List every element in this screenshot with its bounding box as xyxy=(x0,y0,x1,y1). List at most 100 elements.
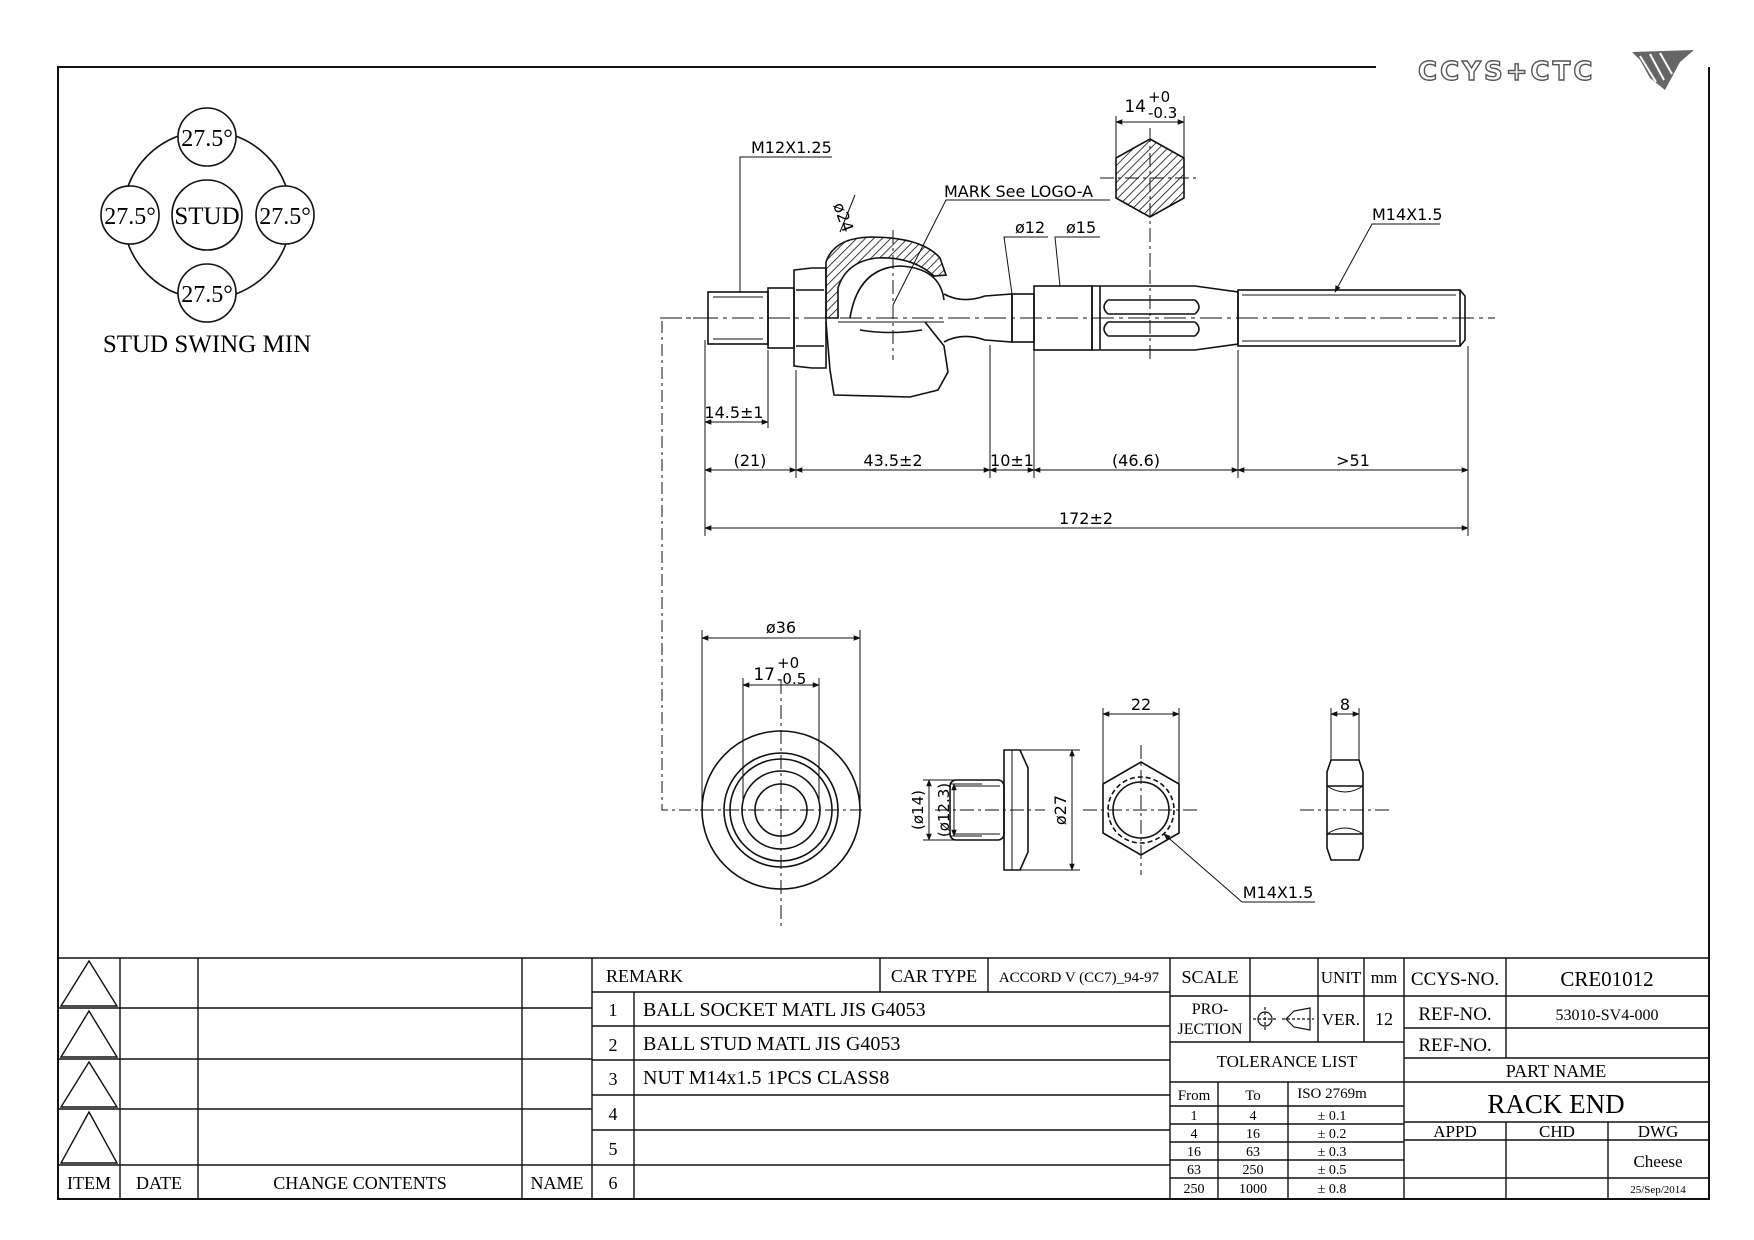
swing-angle-bottom: 27.5° xyxy=(181,282,233,308)
tol-value: ± 0.5 xyxy=(1318,1163,1347,1178)
tol-value: ± 0.1 xyxy=(1318,1109,1347,1124)
rev-header-item: ITEM xyxy=(67,1173,111,1193)
tol-from: 16 xyxy=(1187,1145,1201,1160)
tol-header-iso: ISO 2769m xyxy=(1297,1086,1367,1102)
revision-triangles xyxy=(59,959,119,1164)
rev-header-change: CHANGE CONTENTS xyxy=(273,1173,447,1193)
seg-10-label: 10±1 xyxy=(990,451,1034,470)
tol-to: 1000 xyxy=(1239,1182,1267,1197)
hex-tol-upper: +0 xyxy=(1148,88,1170,106)
housing-end-view xyxy=(700,630,862,930)
remark-text: BALL SOCKET MATL JIS G4053 xyxy=(643,999,926,1021)
ccys-no-label: CCYS-NO. xyxy=(1411,969,1499,990)
remark-no: 6 xyxy=(609,1173,618,1193)
tol-value: ± 0.2 xyxy=(1318,1127,1347,1142)
tol-to: 250 xyxy=(1243,1163,1264,1178)
rev-header-name: NAME xyxy=(531,1173,584,1193)
unit-value: mm xyxy=(1371,968,1397,987)
seg-51-label: >51 xyxy=(1336,451,1370,470)
part-name-value: RACK END xyxy=(1487,1089,1624,1119)
tol-header-from: From xyxy=(1178,1088,1211,1104)
title-block-grid xyxy=(58,957,1709,1199)
ccys-no-value: CRE01012 xyxy=(1560,967,1653,991)
tol-from: 250 xyxy=(1184,1182,1205,1197)
nut-width-label: 22 xyxy=(1131,695,1151,714)
w17-label: 17 xyxy=(753,665,775,685)
seg-21-label: (21) xyxy=(734,451,767,470)
chd-label: CHD xyxy=(1539,1122,1575,1141)
hex-tol-lower: -0.3 xyxy=(1148,104,1177,122)
nut-thickness-label: 8 xyxy=(1340,695,1350,714)
swing-angle-right: 27.5° xyxy=(259,204,311,230)
tolerance-title: TOLERANCE LIST xyxy=(1217,1052,1358,1071)
logo-mark-icon xyxy=(1632,50,1694,90)
ver-label: VER. xyxy=(1322,1010,1360,1029)
dia24-label: ø24 xyxy=(829,200,857,235)
tol-header-to: To xyxy=(1245,1088,1261,1104)
tol-to: 16 xyxy=(1246,1127,1260,1142)
w17-tol-lower: -0.5 xyxy=(777,670,806,688)
tol-to: 63 xyxy=(1246,1145,1260,1160)
tolerance-rows: 1 4 ± 0.1 4 16 ± 0.2 16 63 ± 0.3 63 250 … xyxy=(1184,1109,1347,1197)
ref-no-value: 53010-SV4-000 xyxy=(1555,1007,1658,1024)
hex-section xyxy=(1100,116,1200,270)
ver-value: 12 xyxy=(1375,1009,1393,1029)
thread-left-label: M12X1.25 xyxy=(751,138,832,157)
tol-from: 63 xyxy=(1187,1163,1201,1178)
brand-logo: CCYS+CTC xyxy=(1417,50,1694,90)
car-type-label: CAR TYPE xyxy=(891,966,977,986)
projection-label-2: JECTION xyxy=(1178,1021,1243,1038)
tol-from: 4 xyxy=(1191,1127,1198,1142)
swing-caption: STUD SWING MIN xyxy=(103,331,311,358)
projection-link-line xyxy=(661,317,760,811)
dia12-3-label: (ø12.3) xyxy=(935,783,953,837)
w17-tol-upper: +0 xyxy=(777,654,799,672)
seg-43-5-label: 43.5±2 xyxy=(863,451,922,470)
dwg-label: DWG xyxy=(1638,1122,1679,1141)
remark-no: 4 xyxy=(609,1104,618,1124)
remark-list: 1 BALL SOCKET MATL JIS G4053 2 BALL STUD… xyxy=(609,999,926,1193)
remark-no: 1 xyxy=(609,1000,618,1020)
stud-swing-diagram xyxy=(100,107,315,323)
thread-right-label: M14X1.5 xyxy=(1372,205,1443,224)
swing-angle-top: 27.5° xyxy=(181,126,233,152)
remark-text: NUT M14x1.5 1PCS CLASS8 xyxy=(643,1067,889,1089)
nut-thread-label: M14X1.5 xyxy=(1243,883,1314,902)
dia36-label: ø36 xyxy=(766,618,796,637)
len-14-5-label: 14.5±1 xyxy=(704,403,763,422)
hex-width-dim: 14 xyxy=(1124,97,1146,117)
dwg-date: 25/Sep/2014 xyxy=(1630,1184,1686,1196)
projection-symbol-icon xyxy=(1253,1007,1314,1031)
rev-header-date: DATE xyxy=(136,1173,182,1193)
nut-front-view xyxy=(1083,708,1315,903)
remark-no: 2 xyxy=(609,1035,618,1055)
tol-to: 4 xyxy=(1250,1109,1257,1124)
dwg-name: Cheese xyxy=(1633,1152,1682,1171)
dia12-label: ø12 xyxy=(1015,218,1045,237)
dimension-lines xyxy=(704,340,1469,536)
dia15-label: ø15 xyxy=(1066,218,1096,237)
appd-label: APPD xyxy=(1433,1122,1476,1141)
unit-label: UNIT xyxy=(1321,968,1362,987)
ref-no2-label: REF-NO. xyxy=(1418,1035,1491,1056)
rack-end-side-view xyxy=(660,230,1495,398)
tol-from: 1 xyxy=(1191,1109,1198,1124)
overall-length-label: 172±2 xyxy=(1059,509,1113,528)
tol-value: ± 0.8 xyxy=(1318,1182,1347,1197)
nut-side-view xyxy=(1300,708,1393,861)
sheet-border xyxy=(57,66,1710,1200)
seg-46-6-label: (46.6) xyxy=(1112,451,1160,470)
projection-label-1: PRO- xyxy=(1192,1001,1228,1018)
stud-side-view xyxy=(923,749,1080,871)
stud-label: STUD xyxy=(174,203,239,230)
remark-no: 3 xyxy=(609,1069,618,1089)
part-name-label: PART NAME xyxy=(1506,1061,1606,1081)
remark-no: 5 xyxy=(609,1139,618,1159)
tol-value: ± 0.3 xyxy=(1318,1145,1347,1160)
remark-header: REMARK xyxy=(606,966,683,986)
ref-no-label: REF-NO. xyxy=(1418,1004,1491,1025)
car-type-value: ACCORD V (CC7)_94-97 xyxy=(999,970,1160,986)
dia27-label: ø27 xyxy=(1051,795,1070,825)
logo-text: CCYS+CTC xyxy=(1418,57,1595,87)
